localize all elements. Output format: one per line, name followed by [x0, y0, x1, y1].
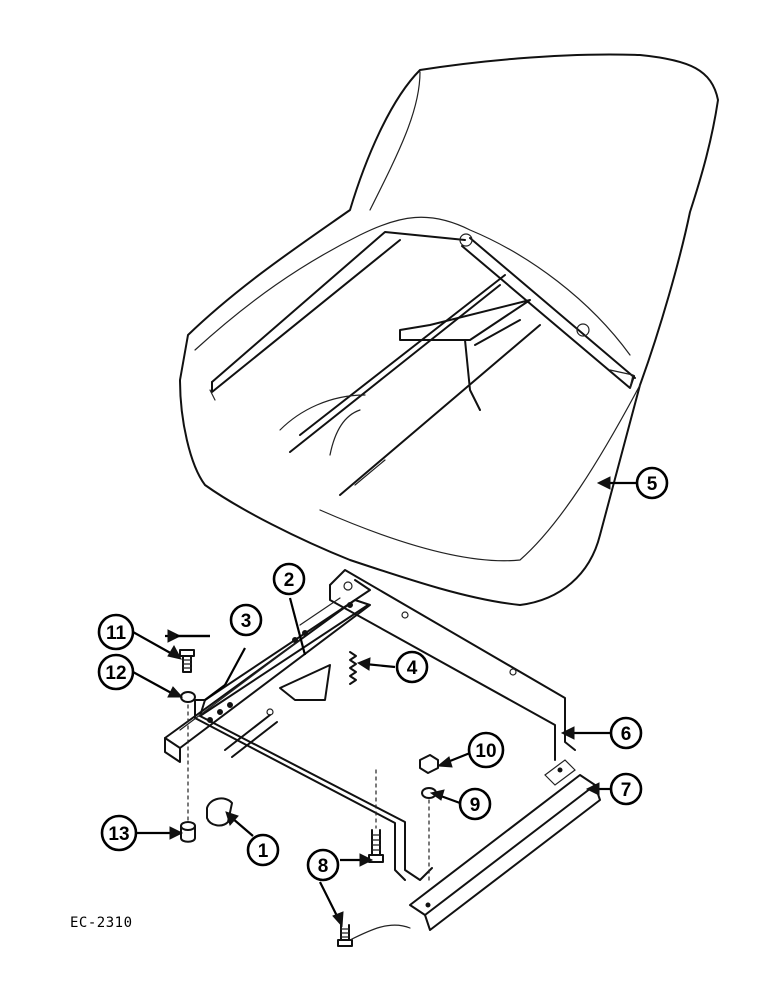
nut-10: [419, 754, 439, 774]
svg-text:2: 2: [284, 570, 295, 591]
callout-3: 3: [229, 603, 263, 637]
bolt-8-upper: [368, 829, 384, 863]
slide-rails: [164, 597, 601, 931]
svg-text:13: 13: [108, 824, 129, 845]
callout-4: 4: [395, 650, 429, 684]
callout-11: 11: [97, 613, 135, 651]
callout-5: 5: [635, 466, 669, 500]
svg-text:11: 11: [106, 623, 127, 644]
svg-text:3: 3: [241, 611, 252, 632]
callout-8: 8: [306, 848, 340, 882]
svg-text:8: 8: [318, 856, 329, 877]
svg-text:5: 5: [647, 474, 658, 495]
drawing-code: EC-2310: [70, 915, 133, 931]
callout-6: 6: [609, 716, 643, 750]
svg-text:6: 6: [621, 724, 632, 745]
svg-text:1: 1: [258, 841, 269, 862]
svg-text:10: 10: [475, 741, 496, 762]
seat-frame: [194, 569, 576, 881]
seat-pan: [179, 53, 719, 606]
svg-text:7: 7: [621, 780, 632, 801]
knob-1: [206, 797, 233, 827]
spring: [349, 651, 357, 685]
callout-9: 9: [458, 787, 492, 821]
callout-10: 10: [467, 731, 505, 769]
svg-text:4: 4: [407, 658, 418, 679]
callout-13: 13: [100, 814, 138, 852]
spacer-13: [180, 821, 196, 843]
bolt-11: [179, 649, 195, 673]
callout-1: 1: [246, 833, 280, 867]
callout-7: 7: [609, 772, 643, 806]
hardware: [179, 649, 439, 947]
callout-12: 12: [97, 653, 135, 691]
callout-2: 2: [272, 562, 306, 596]
leader-lines: [132, 476, 640, 928]
svg-text:9: 9: [470, 795, 481, 816]
washer-12: [180, 691, 196, 703]
bolt-8-lower: [337, 924, 353, 947]
svg-text:12: 12: [105, 663, 126, 684]
